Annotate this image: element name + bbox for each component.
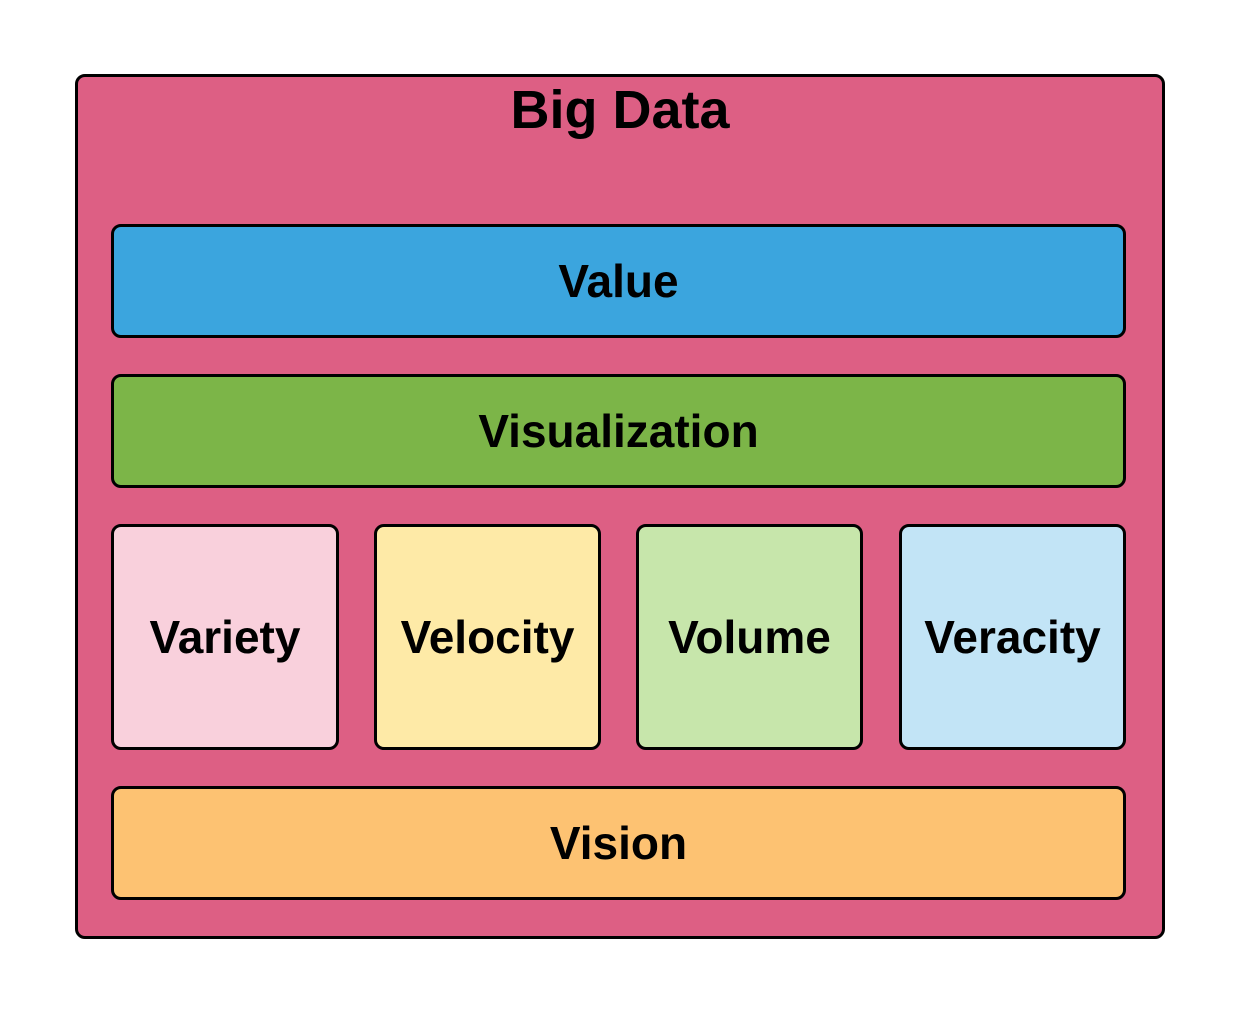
veracity-box: Veracity	[899, 524, 1126, 750]
variety-box: Variety	[111, 524, 339, 750]
diagram-title: Big Data	[510, 80, 730, 140]
visualization-box: Visualization	[111, 374, 1126, 488]
vision-box: Vision	[111, 786, 1126, 900]
velocity-box: Velocity	[374, 524, 601, 750]
value-box: Value	[111, 224, 1126, 338]
volume-box: Volume	[636, 524, 863, 750]
